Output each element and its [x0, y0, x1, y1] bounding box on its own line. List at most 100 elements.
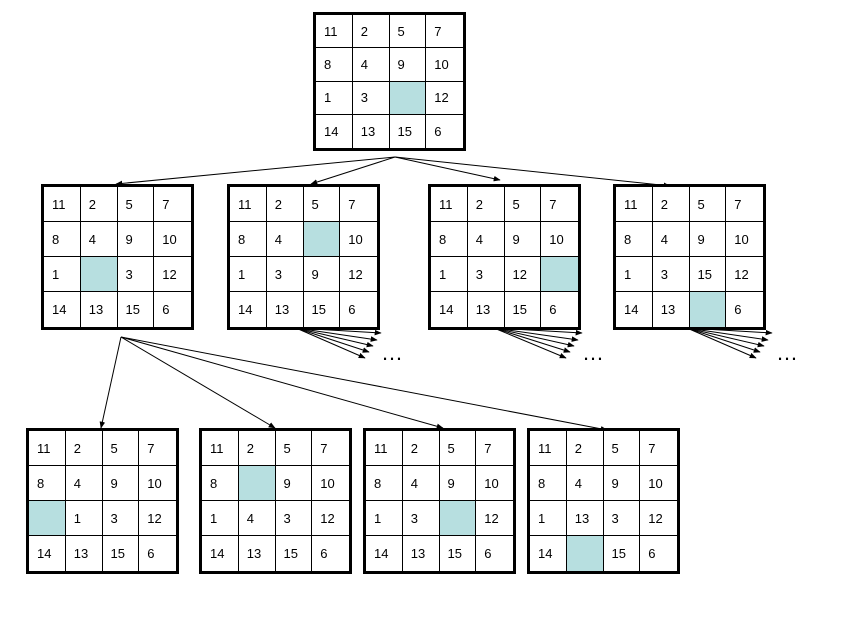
puzzle-tile: 6	[320, 546, 328, 561]
puzzle-tile: 8	[316, 48, 353, 82]
puzzle-tile: 4	[566, 466, 604, 501]
tree-edge-arrow	[686, 327, 757, 359]
puzzle-tile: 13	[353, 114, 390, 148]
puzzle-tile: 8	[230, 222, 267, 257]
puzzle-tile: 13	[267, 292, 304, 327]
blank-tile	[389, 81, 427, 115]
puzzle-tile: 13	[468, 292, 505, 327]
puzzle-tile: 6	[162, 302, 170, 317]
puzzle-tile: 8	[616, 222, 653, 257]
more-children-ellipsis: …	[381, 340, 405, 365]
puzzle-tile: 11	[230, 187, 267, 222]
puzzle-tile: 5	[117, 187, 155, 222]
puzzle-tile: 9	[439, 466, 477, 501]
blank-tile	[303, 222, 341, 257]
puzzle-tile: 5	[275, 431, 313, 466]
puzzle-tile: 6	[549, 302, 557, 317]
puzzle-tile: 2	[566, 431, 604, 466]
puzzle-tile: 3	[117, 257, 155, 292]
puzzle-tile: 15	[304, 292, 341, 327]
puzzle-tile: 14	[316, 114, 353, 148]
puzzle-tile: 5	[504, 187, 542, 222]
puzzle-tile: 10	[154, 222, 191, 257]
puzzle-tile: 14	[29, 536, 66, 571]
blank-tile	[29, 501, 66, 536]
puzzle-tile: 13	[566, 501, 604, 536]
puzzle-tile: 10	[340, 222, 377, 257]
tree-edge-arrow	[394, 156, 671, 189]
puzzle-tile: 8	[44, 222, 81, 257]
puzzle-tile: 4	[652, 222, 690, 257]
puzzle-tile: 12	[504, 257, 542, 292]
puzzle-tile: 7	[476, 431, 513, 466]
more-children-ellipsis: …	[776, 340, 800, 365]
puzzle-tile: 15	[276, 536, 313, 571]
puzzle-tile: 13	[239, 536, 276, 571]
puzzle-tile: 9	[102, 466, 140, 501]
puzzle-tile: 2	[266, 187, 304, 222]
puzzle-tile: 8	[366, 466, 403, 501]
tree-edge-arrow	[493, 327, 567, 359]
puzzle-tile: 10	[726, 222, 763, 257]
tree-edge-arrow	[120, 336, 276, 429]
tree-edge-arrow	[295, 327, 370, 353]
puzzle-tile: 1	[530, 501, 567, 536]
puzzle-tile: 14	[230, 292, 267, 327]
puzzle-tile: 12	[139, 501, 176, 536]
blank-tile	[238, 466, 276, 501]
tree-edge-arrow	[295, 327, 366, 359]
puzzle-tile: 12	[726, 257, 763, 292]
puzzle-tile: 13	[653, 292, 690, 327]
puzzle-tile: 15	[689, 257, 727, 292]
puzzle-tile: 9	[389, 48, 427, 82]
puzzle-tile: 2	[467, 187, 505, 222]
puzzle-tile: 2	[652, 187, 690, 222]
puzzle-tile: 3	[467, 257, 505, 292]
puzzle-tile: 14	[202, 536, 239, 571]
tree-edge-arrow	[295, 327, 374, 348]
puzzle-tile: 8	[431, 222, 468, 257]
puzzle-tile: 7	[340, 187, 377, 222]
puzzle-tile: 8	[530, 466, 567, 501]
puzzle-tile: 4	[352, 48, 390, 82]
tree-edge-arrow	[115, 156, 396, 187]
puzzle-tile: 2	[238, 431, 276, 466]
puzzle-tile: 3	[275, 501, 313, 536]
puzzle-tile: 15	[390, 114, 427, 148]
puzzle-tile: 3	[603, 501, 641, 536]
puzzle-tile: 2	[65, 431, 103, 466]
puzzle-tile: 3	[402, 501, 440, 536]
puzzle-tile: 11	[530, 431, 567, 466]
puzzle-tile: 9	[117, 222, 155, 257]
puzzle-tile: 13	[403, 536, 440, 571]
puzzle-tile: 1	[44, 257, 81, 292]
puzzle-tile: 10	[312, 466, 349, 501]
puzzle-tile: 6	[648, 546, 656, 561]
puzzle-tile: 5	[439, 431, 477, 466]
puzzle-tile: 12	[476, 501, 513, 536]
puzzle-tile: 1	[431, 257, 468, 292]
puzzle-tile: 2	[80, 187, 118, 222]
puzzle-tile: 13	[81, 292, 118, 327]
puzzle-tile: 11	[366, 431, 403, 466]
puzzle-tile: 7	[139, 431, 176, 466]
puzzle-tile: 14	[431, 292, 468, 327]
puzzle-tile: 9	[275, 466, 313, 501]
puzzle-tile: 1	[230, 257, 267, 292]
puzzle-tile: 10	[541, 222, 578, 257]
puzzle-tile: 5	[603, 431, 641, 466]
tree-edge-arrow	[99, 336, 122, 429]
puzzle-tile: 4	[402, 466, 440, 501]
puzzle-tile: 9	[303, 257, 341, 292]
puzzle-tile: 6	[147, 546, 155, 561]
puzzle-tile: 1	[65, 501, 103, 536]
puzzle-tile: 7	[312, 431, 349, 466]
puzzle-tile: 12	[312, 501, 349, 536]
puzzle-tile: 11	[616, 187, 653, 222]
